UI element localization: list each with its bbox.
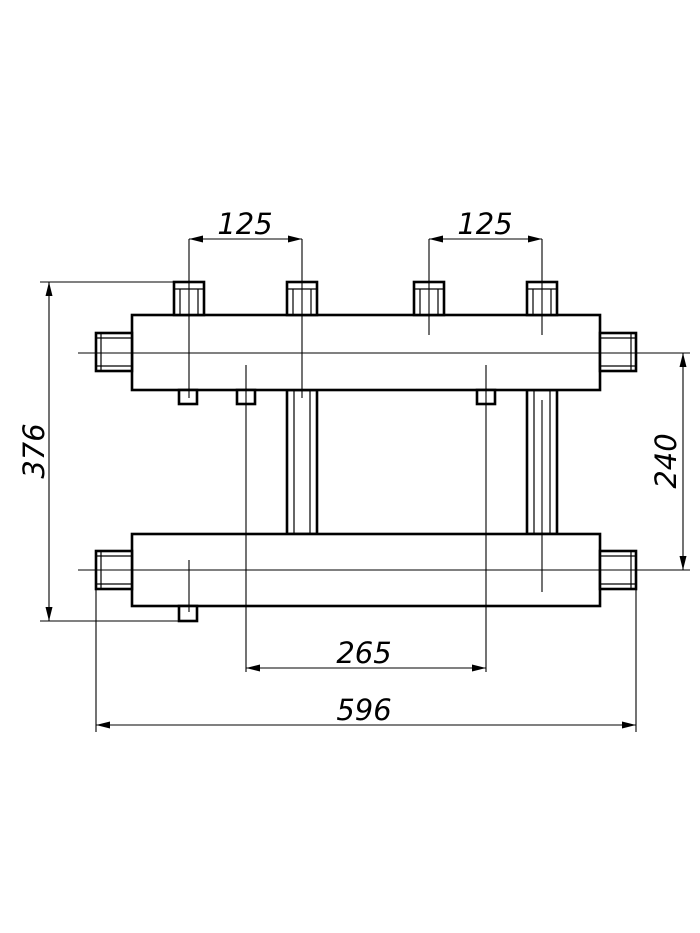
dimension-label-inner-width: 265 [336, 636, 391, 670]
dimension-header-spacing: 240 [649, 352, 690, 571]
dimension-label-overall-width: 596 [336, 693, 391, 727]
dimension-label-top-left: 125 [217, 207, 272, 241]
top-header [94, 280, 638, 406]
dimension-label-header-spacing: 240 [649, 433, 683, 488]
dimensions: 125 125 376 240 [17, 207, 690, 732]
dimension-label-overall-height: 376 [17, 423, 51, 478]
left-connecting-pipe [285, 388, 319, 536]
bottom-header [94, 532, 638, 623]
dimension-overall-width: 596 [95, 589, 637, 732]
center-lines [78, 239, 652, 672]
dimension-top-right: 125 [429, 207, 542, 243]
top-right-end-fitting [598, 331, 638, 373]
top-outlets [172, 280, 559, 317]
dimension-overall-height: 376 [17, 281, 179, 622]
top-header-plugs [177, 388, 497, 406]
plug-1 [177, 388, 199, 406]
dimension-top-left: 125 [189, 207, 302, 243]
connecting-pipes [285, 388, 559, 536]
dimension-inner-width: 265 [246, 636, 486, 672]
dimension-label-top-right: 125 [457, 207, 512, 241]
bottom-plug [177, 604, 199, 623]
top-left-end-fitting [94, 331, 134, 373]
